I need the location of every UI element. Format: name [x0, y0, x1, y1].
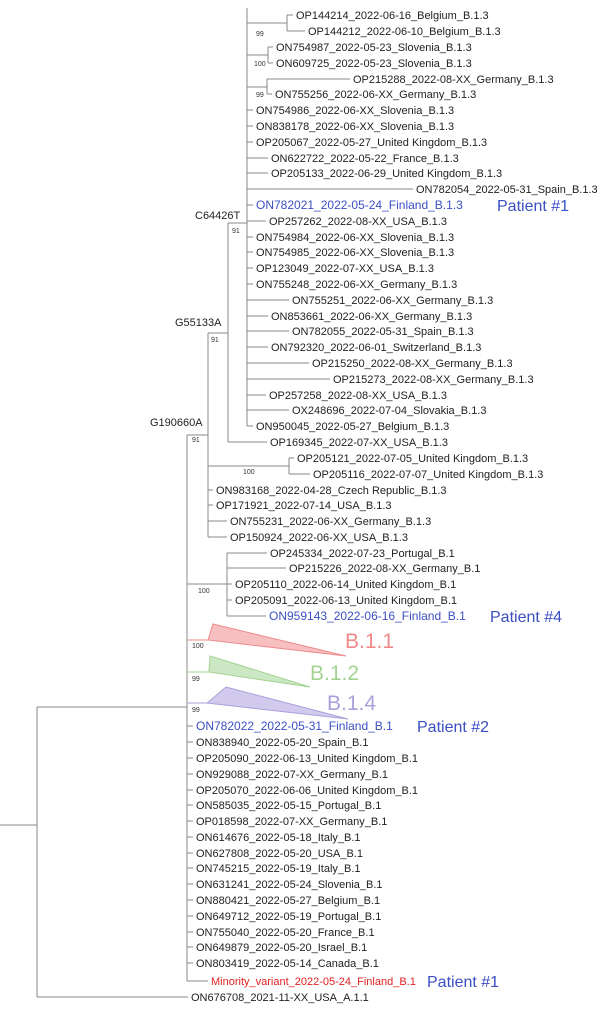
clade-label: B.1.4 — [327, 692, 376, 715]
leaf-label: OP205091_2022-06-13_United Kingdom_B.1 — [235, 595, 457, 607]
leaf-label: OP205110_2022-06-14_United Kingdom_B.1 — [235, 579, 456, 591]
leaf-label: OP123049_2022-07-XX_USA_B.1.3 — [256, 263, 434, 275]
bootstrap-value: 100 — [254, 61, 266, 68]
leaf-label: OP257262_2022-08-XX_USA_B.1.3 — [269, 216, 447, 228]
mutation-label: C64426T — [195, 210, 241, 222]
leaf-label: OP205070_2022-06-06_United Kingdom_B.1 — [196, 785, 418, 797]
leaf-label: OP215250_2022-08-XX_Germany_B.1.3 — [312, 358, 513, 370]
leaf-label: ON676708_2021-11-XX_USA_A.1.1 — [191, 992, 369, 1004]
leaf-label: ON929088_2022-07-XX_Germany_B.1 — [196, 769, 388, 781]
bootstrap-value: 91 — [192, 437, 200, 444]
clade-label: B.1.2 — [310, 662, 359, 685]
leaf-label: OP215273_2022-08-XX_Germany_B.1.3 — [333, 374, 534, 386]
leaf-label: OP150924_2022-06-XX_USA_B.1.3 — [230, 532, 408, 544]
leaf-label: ON754987_2022-05-23_Slovenia_B.1.3 — [276, 42, 472, 54]
leaf-label: ON983168_2022-04-28_Czech Republic_B.1.3 — [216, 485, 447, 497]
leaf-label: ON782055_2022-05-31_Spain_B.1.3 — [292, 326, 474, 338]
bootstrap-value: 91 — [232, 228, 240, 235]
leaf-label: ON950045_2022-05-27_Belgium_B.1.3 — [256, 421, 449, 433]
patient-label: Patient #1 — [427, 974, 499, 991]
leaf-label: OP205090_2022-06-13_United Kingdom_B.1 — [196, 753, 418, 765]
leaf-label: Minority_variant_2022-05-24_Finland_B.1 — [211, 976, 416, 988]
clade-label: B.1.1 — [345, 630, 394, 653]
leaf-label: ON853661_2022-06-XX_Germany_B.1.3 — [271, 311, 472, 323]
bootstrap-value: 99 — [256, 92, 264, 99]
leaf-label: OP215226_2022-08-XX_Germany_B.1 — [289, 563, 480, 575]
bootstrap-value: 99 — [192, 707, 200, 714]
leaf-label: OP169345_2022-07-XX_USA_B.1.3 — [270, 437, 448, 449]
leaf-label: ON755256_2022-06-XX_Germany_B.1.3 — [275, 89, 476, 101]
leaf-label: ON754985_2022-06-XX_Slovenia_B.1.3 — [256, 247, 454, 259]
bootstrap-value: 91 — [211, 337, 219, 344]
leaf-label: ON782054_2022-05-31_Spain_B.1.3 — [416, 184, 598, 196]
leaf-label: ON792320_2022-06-01_Switzerland_B.1.3 — [271, 342, 481, 354]
collapsed-clade-B.1.2 — [208, 655, 311, 688]
leaf-label: ON609725_2022-05-23_Slovenia_B.1.3 — [276, 58, 472, 70]
bootstrap-value: 100 — [192, 643, 204, 650]
mutation-label: G190660A — [150, 417, 203, 429]
leaf-label: OP245334_2022-07-23_Portugal_B.1 — [270, 548, 455, 560]
leaf-label: ON745215_2022-05-19_Italy_B.1 — [196, 863, 361, 875]
leaf-label: ON754984_2022-06-XX_Slovenia_B.1.3 — [256, 232, 454, 244]
leaf-label: ON803419_2022-05-14_Canada_B.1 — [196, 958, 379, 970]
mutation-label: G55133A — [175, 317, 222, 329]
leaf-label: ON782021_2022-05-24_Finland_B.1.3 — [256, 198, 463, 212]
leaf-label: ON755248_2022-06-XX_Germany_B.1.3 — [256, 279, 457, 291]
leaf-label: OP205121_2022-07-05_United Kingdom_B.1.3 — [297, 453, 528, 465]
leaf-label: OP205067_2022-05-27_United Kingdom_B.1.3 — [256, 137, 487, 149]
bootstrap-value: 99 — [192, 676, 200, 683]
leaf-label: ON649712_2022-05-19_Portugal_B.1 — [196, 911, 381, 923]
leaf-label: ON649879_2022-05-20_Israel_B.1 — [196, 942, 367, 954]
leaf-label: ON838940_2022-05-20_Spain_B.1 — [196, 737, 368, 749]
bootstrap-value: 100 — [198, 588, 210, 595]
leaf-label: OP018598_2022-07-XX_Germany_B.1 — [196, 816, 387, 828]
leaf-label: ON627808_2022-05-20_USA_B.1 — [196, 848, 363, 860]
leaf-label: ON838178_2022-06-XX_Slovenia_B.1.3 — [256, 121, 454, 133]
collapsed-clade-B.1.1 — [207, 623, 347, 657]
leaf-label: ON585035_2022-05-15_Portugal_B.1 — [196, 800, 381, 812]
leaf-label: ON959143_2022-06-16_Finland_B.1 — [269, 609, 466, 623]
leaf-label: ON755251_2022-06-XX_Germany_B.1.3 — [292, 295, 493, 307]
bootstrap-value: 99 — [256, 31, 264, 38]
leaf-label: OP205133_2022-06-29_United Kingdom_B.1.3 — [271, 168, 502, 180]
leaf-label: ON755231_2022-06-XX_Germany_B.1.3 — [230, 516, 431, 528]
leaf-label: OX248696_2022-07-04_Slovakia_B.1.3 — [292, 405, 486, 417]
leaf-label: OP257258_2022-08-XX_USA_B.1.3 — [269, 390, 447, 402]
leaf-label: ON880421_2022-05-27_Belgium_B.1 — [196, 895, 380, 907]
bootstrap-value: 100 — [243, 469, 255, 476]
leaf-label: ON631241_2022-05-24_Slovenia_B.1 — [196, 879, 383, 891]
collapsed-clade-B.1.4 — [205, 686, 349, 720]
leaf-label: ON614676_2022-05-18_Italy_B.1 — [196, 832, 361, 844]
leaf-label: ON754986_2022-06-XX_Slovenia_B.1.3 — [256, 105, 454, 117]
leaf-label: OP144214_2022-06-16_Belgium_B.1.3 — [296, 10, 489, 22]
leaf-label: OP215288_2022-08-XX_Germany_B.1.3 — [353, 74, 554, 86]
leaf-label: OP144212_2022-06-10_Belgium_B.1.3 — [308, 26, 501, 38]
leaf-label: ON755040_2022-05-20_France_B.1 — [196, 927, 375, 939]
leaf-label: ON782022_2022-05-31_Finland_B.1 — [196, 719, 393, 733]
patient-label: Patient #2 — [417, 719, 489, 736]
leaf-label: ON622722_2022-05-22_France_B.1.3 — [271, 153, 459, 165]
patient-label: Patient #4 — [490, 609, 562, 626]
leaf-label: OP171921_2022-07-14_USA_B.1.3 — [216, 500, 392, 512]
leaf-label: OP205116_2022-07-07_United Kingdom_B.1.3 — [313, 469, 543, 481]
patient-label: Patient #1 — [497, 198, 569, 215]
